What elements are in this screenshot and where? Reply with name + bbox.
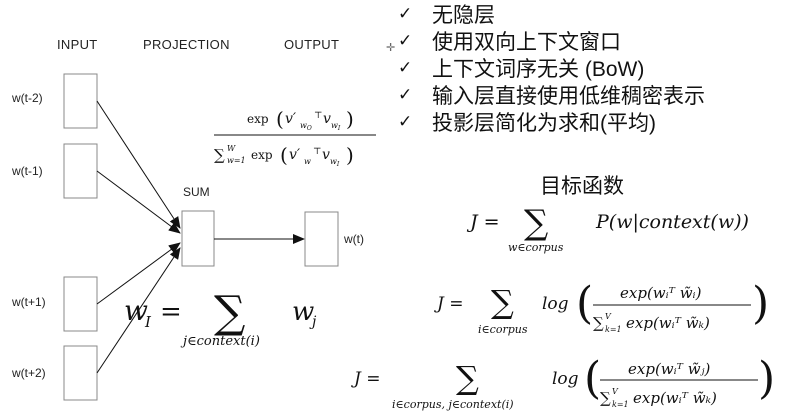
input-arrow: [96, 170, 181, 234]
svg-text:(: (: [584, 353, 601, 404]
input-label: w(t+1): [11, 295, 46, 309]
sum-box: [181, 210, 215, 267]
svg-text:W: W: [227, 144, 236, 153]
objective-equation-2: J = ∑ i∈corpus log ( exp(wᵢᵀ w̃ᵢ) ∑ V k=…: [434, 278, 769, 336]
svg-text:w: w: [292, 297, 314, 327]
svg-text:J =: J =: [434, 294, 463, 314]
svg-text:⊤: ⊤: [313, 147, 321, 157]
svg-text:log: log: [542, 294, 569, 314]
svg-text:(: (: [276, 107, 284, 131]
check-icon: ✓: [398, 3, 413, 24]
checklist-text: 使用双向上下文窗口: [432, 30, 621, 54]
svg-text:exp(wᵢᵀ w̃ₖ): exp(wᵢᵀ w̃ₖ): [633, 389, 717, 407]
svg-text:k=1: k=1: [605, 325, 622, 334]
svg-text:): ): [752, 278, 769, 329]
checklist-item: ✓ 上下文词序无关 (BoW): [398, 54, 783, 81]
projection-formula: w I = ∑ j∈context(i) w j: [124, 287, 317, 349]
objective-equation-3: J = ∑ i∈corpus, j∈context(i) log ( exp(w…: [351, 353, 775, 411]
checklist-item: ✓ 投影层简化为求和(平均): [398, 108, 783, 135]
svg-text:∑: ∑: [214, 287, 245, 338]
svg-text:wI: wI: [331, 121, 341, 132]
svg-text:∑: ∑: [593, 314, 604, 332]
check-icon: ✓: [398, 30, 413, 51]
svg-text:w=1: w=1: [227, 156, 246, 165]
checklist-item: ✓ 无隐层: [398, 0, 783, 27]
svg-text:⊤: ⊤: [314, 111, 322, 121]
svg-text:∑: ∑: [456, 359, 479, 397]
svg-text:i∈corpus: i∈corpus: [478, 323, 528, 336]
objective-equation-1: J = ∑ w∈corpus P(w|context(w)): [466, 203, 749, 254]
svg-text:k=1: k=1: [612, 400, 629, 409]
svg-text:w∈corpus: w∈corpus: [508, 241, 564, 254]
input-header: INPUT: [57, 37, 98, 52]
output-header: OUTPUT: [284, 37, 339, 52]
svg-text:w: w: [304, 157, 311, 166]
svg-text:log: log: [552, 369, 579, 389]
svg-text:P(w|context(w)): P(w|context(w)): [595, 211, 749, 233]
svg-text:): ): [346, 107, 354, 131]
check-icon: ✓: [398, 111, 413, 132]
svg-text:J =: J =: [466, 211, 500, 233]
svg-text:(: (: [280, 143, 288, 167]
checklist-text: 输入层直接使用低维稠密表示: [432, 84, 705, 108]
svg-text:∑: ∑: [491, 283, 514, 321]
input-box-t+2: [63, 345, 98, 401]
input-arrow: [96, 100, 181, 229]
svg-text:exp: exp: [251, 148, 273, 162]
feature-checklist: ✓ 无隐层 ✓ 使用双向上下文窗口 ✓ 上下文词序无关 (BoW) ✓ 输入层直接使用低…: [398, 0, 783, 135]
svg-text:J =: J =: [351, 369, 380, 389]
input-box-t+1: [63, 276, 98, 332]
output-box: [304, 211, 339, 267]
svg-text:w: w: [124, 294, 148, 327]
checklist-text: 上下文词序无关 (BoW): [432, 57, 645, 81]
input-label: w(t-2): [11, 91, 43, 105]
svg-text:wI: wI: [330, 157, 340, 168]
svg-text:∑: ∑: [524, 203, 548, 243]
checklist-text: 投影层简化为求和(平均): [432, 111, 656, 135]
output-label: w(t): [343, 232, 364, 246]
svg-text:wO: wO: [300, 121, 312, 132]
svg-text:j: j: [309, 314, 317, 330]
svg-text:v: v: [323, 111, 331, 127]
svg-text:v: v: [322, 147, 330, 163]
input-label: w(t+2): [11, 366, 46, 380]
input-arrow: [96, 242, 181, 305]
input-arrow: [96, 247, 181, 374]
svg-text:∑: ∑: [600, 389, 611, 407]
svg-text:V: V: [612, 387, 619, 396]
objective-title: 目标函数: [540, 175, 624, 198]
svg-text:(: (: [576, 278, 593, 329]
svg-text:i∈corpus, j∈context(i): i∈corpus, j∈context(i): [392, 398, 514, 411]
softmax-formula: exp ( v′ wO ⊤ v wI ) ∑ W w=1 exp ( v′ w …: [214, 107, 376, 168]
sum-label: SUM: [183, 185, 210, 199]
svg-text:exp(wᵢᵀ w̃ₖ): exp(wᵢᵀ w̃ₖ): [626, 314, 710, 332]
checklist-item: ✓ 输入层直接使用低维稠密表示: [398, 81, 783, 108]
input-box-t-2: [63, 73, 98, 129]
crosshair-icon: ✛: [386, 42, 395, 54]
check-icon: ✓: [398, 57, 413, 78]
input-label: w(t-1): [11, 164, 43, 178]
svg-text:I: I: [144, 313, 152, 331]
svg-text:exp(wᵢᵀ w̃ⱼ): exp(wᵢᵀ w̃ⱼ): [628, 360, 711, 378]
svg-text:v′: v′: [285, 111, 297, 127]
checklist-item: ✓ 使用双向上下文窗口: [398, 27, 783, 54]
check-icon: ✓: [398, 84, 413, 105]
svg-text:∑: ∑: [214, 146, 225, 164]
checklist-text: 无隐层: [432, 3, 495, 27]
svg-text:v′: v′: [289, 147, 301, 163]
projection-header: PROJECTION: [143, 37, 230, 52]
svg-text:): ): [346, 143, 354, 167]
svg-text:exp: exp: [247, 112, 269, 126]
svg-text:exp(wᵢᵀ w̃ᵢ): exp(wᵢᵀ w̃ᵢ): [620, 284, 702, 302]
input-box-t-1: [63, 143, 98, 199]
svg-text:): ): [758, 353, 775, 404]
svg-text:j∈context(i): j∈context(i): [180, 334, 260, 349]
svg-text:V: V: [605, 312, 612, 321]
svg-text:=: =: [160, 297, 182, 327]
